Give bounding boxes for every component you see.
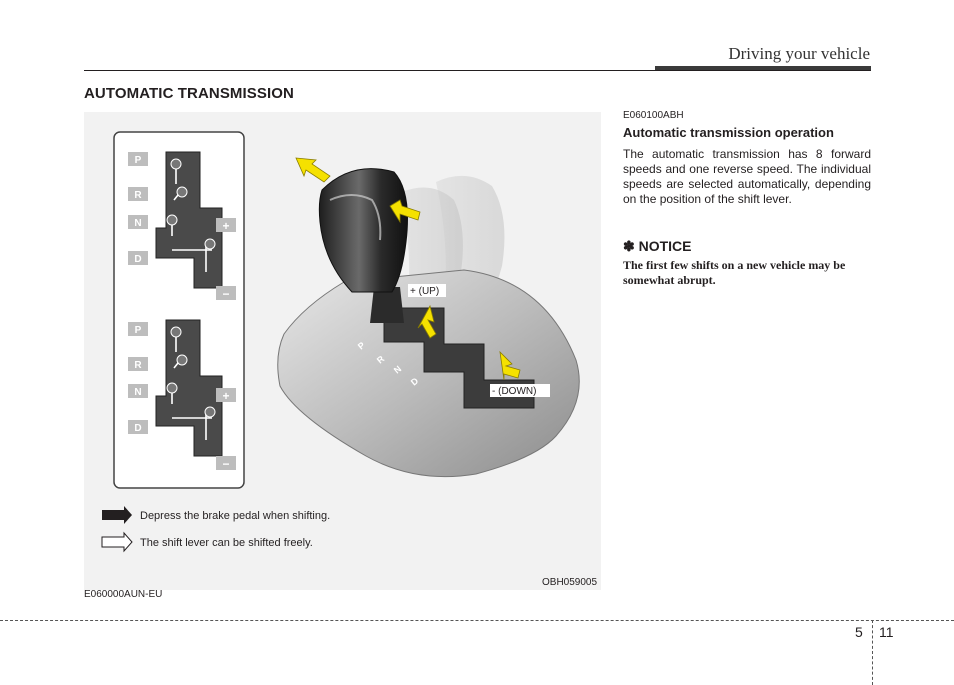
chapter-number: 5 — [855, 624, 863, 640]
gate-label-d-bottom: D — [134, 423, 141, 434]
figure-code: OBH059005 — [542, 577, 598, 588]
shift-knob — [318, 168, 408, 293]
gate-pos-r-bottom — [128, 357, 148, 371]
footer-rule — [0, 620, 954, 621]
lever-label-d: D — [409, 375, 421, 387]
gate-label-n-bottom: N — [134, 387, 141, 398]
section-title: AUTOMATIC TRANSMISSION — [84, 85, 294, 102]
up-label: + (UP) — [410, 286, 439, 297]
gate-pos-p-bottom — [128, 322, 148, 336]
hollow-arrow-icon — [101, 531, 133, 553]
section-code: E060000AUN-EU — [84, 589, 163, 600]
transmission-figure: P R N D + − P R N D + − — [101, 131, 580, 553]
gate-pos-r-top — [128, 187, 148, 201]
up-label-bg — [408, 284, 446, 297]
lever-label-p: P — [356, 340, 367, 352]
header-rule — [84, 70, 871, 71]
legend-hollow-text: The shift lever can be shifted freely. — [140, 537, 313, 549]
gate-minus-top — [216, 286, 236, 300]
gate-pos-n-bottom — [128, 384, 148, 398]
subsection-body: The automatic transmission has 8 forward… — [623, 147, 871, 206]
gate-plus-label-bottom: + — [222, 389, 229, 403]
gate-plus-bottom — [216, 388, 236, 402]
gate-plus-label: + — [222, 219, 229, 233]
console-gate-slot — [383, 307, 535, 409]
footer-divider — [872, 620, 873, 685]
subsection-code: E060100ABH — [623, 110, 684, 121]
header-rule-accent — [655, 66, 871, 71]
arrow-neutral-direction — [389, 199, 421, 224]
gate-label-r: R — [134, 190, 142, 201]
arrow-down-shift — [499, 350, 521, 381]
gate-minus-label: − — [222, 287, 229, 301]
lower-shift-gate — [155, 319, 223, 457]
notice-body: The first few shifts on a new vehicle ma… — [623, 258, 846, 287]
gate-label-p-bottom: P — [135, 325, 142, 336]
page-number: 11 — [879, 624, 894, 640]
down-label: - (DOWN) — [492, 386, 536, 397]
subsection-title: Automatic transmission operation — [623, 125, 834, 140]
upper-shift-gate — [155, 151, 223, 289]
arrow-up-shift — [417, 304, 437, 339]
gate-pos-p-top — [128, 152, 148, 166]
gate-label-d: D — [134, 254, 141, 265]
running-header: Driving your vehicle — [728, 44, 870, 63]
gate-plus-top — [216, 218, 236, 232]
gate-pos-n-top — [128, 215, 148, 229]
arrow-park-direction — [295, 157, 331, 183]
lever-label-r: R — [375, 353, 387, 365]
gate-pos-d-bottom — [128, 420, 148, 434]
solid-arrow-icon — [102, 506, 132, 524]
gate-label-r-bottom: R — [134, 360, 142, 371]
gate-pos-d-top — [128, 251, 148, 265]
figure-panel: P R N D + − P R N D + − — [84, 112, 601, 590]
legend-solid-text: Depress the brake pedal when shifting. — [140, 510, 330, 522]
notice-title: ✽ NOTICE — [623, 238, 692, 254]
gate-label-p: P — [135, 155, 142, 166]
gate-label-n: N — [134, 218, 141, 229]
gate-minus-bottom — [216, 456, 236, 470]
lever-stem — [370, 287, 404, 323]
shift-console-plate — [277, 269, 580, 478]
gate-minus-label-bottom: − — [222, 457, 229, 471]
down-label-bg — [490, 384, 550, 397]
lever-label-n: N — [392, 364, 403, 376]
